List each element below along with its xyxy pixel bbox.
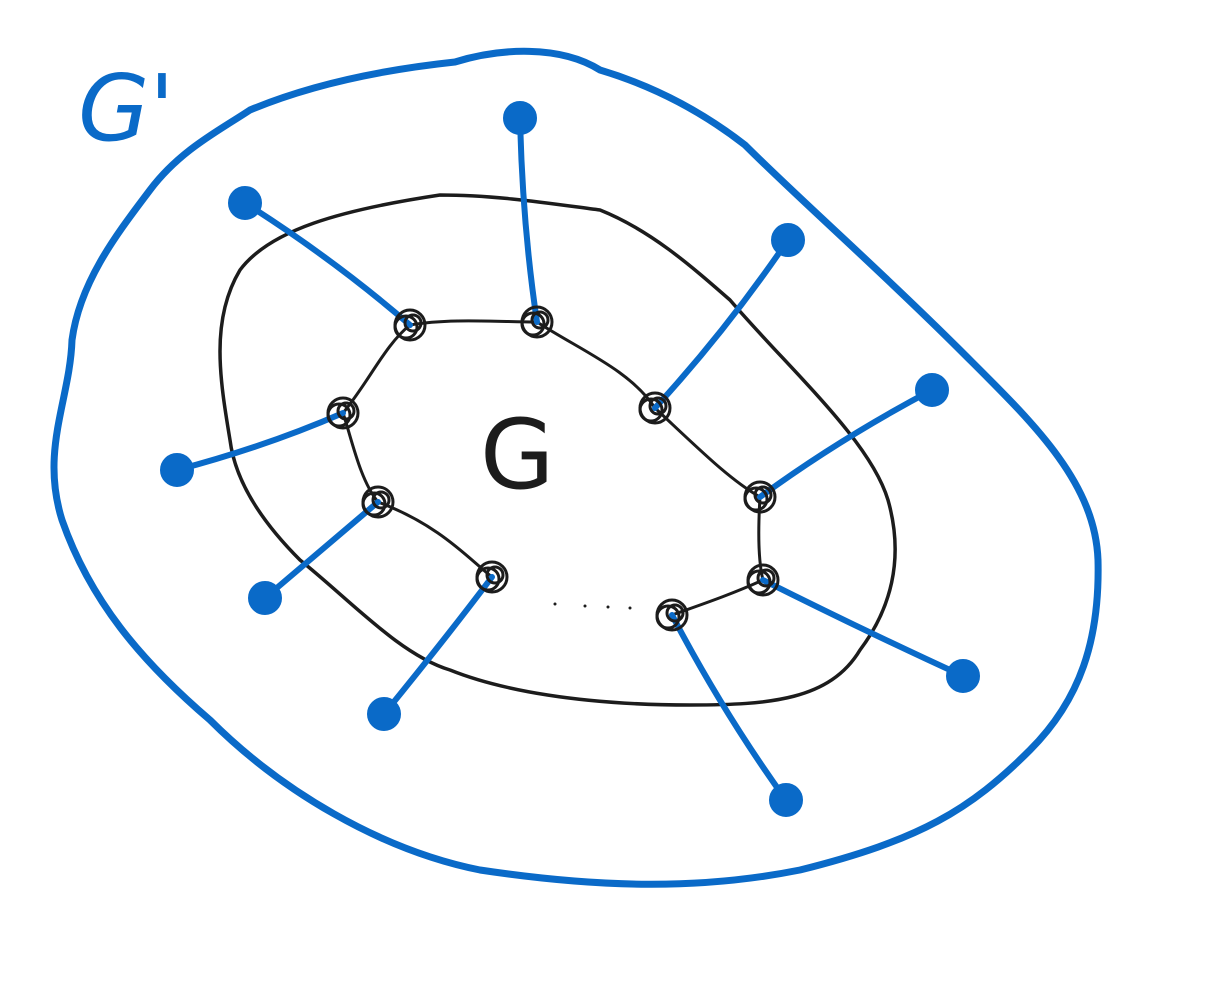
inner-vertex-ring [743,486,769,512]
spoke-edge [174,410,346,473]
inner-vertex-ring [485,565,505,585]
outer-vertex-icon [228,186,262,220]
inner-vertex-icon [326,396,360,430]
spoke-edge [669,612,789,803]
gap-dot [628,606,632,610]
inner-vertex-ring [648,396,668,416]
inner-vertices [326,305,780,632]
inner-vertex-ring [530,310,550,330]
inner-vertex-ring [326,402,352,428]
gap-dot [606,605,610,609]
spoke-edge [381,574,495,717]
inner-vertex-icon [638,391,672,425]
outer-vertices [160,101,980,817]
inner-vertex-ring [753,485,773,505]
inner-vertex-ring [403,313,423,333]
outer-vertex-icon [367,697,401,731]
inner-vertex-ring [361,491,387,517]
outer-vertex-icon [160,453,194,487]
inner-vertex-ring [746,569,772,595]
outer-vertex-icon [915,373,949,407]
inner-vertex-ring [638,397,664,423]
spoke-edge [652,237,791,411]
outer-vertex-icon [946,659,980,693]
outer-vertex-icon [769,783,803,817]
inner-vertex-icon [520,305,554,339]
spoke-edge [760,577,966,679]
dotted-gap [553,602,632,610]
inner-vertex-ring [756,568,776,588]
gap-dot [553,602,557,606]
outer-vertex-icon [771,223,805,257]
inner-graph-boundary [218,193,897,707]
inner-vertex-icon [655,598,689,632]
inner-vertex-ring [393,314,419,340]
inner-vertex-ring [475,566,501,592]
outer-graph-label: G' [78,55,175,162]
outer-vertex-icon [248,581,282,615]
outer-spokes [174,115,966,803]
inner-vertex-ring [655,604,681,630]
outer-vertex-icon [503,101,537,135]
inner-graph-label: G [480,399,554,511]
inner-vertex-icon [393,308,427,342]
spoke-edge [242,200,413,328]
gap-dot [583,604,587,608]
inner-vertex-icon [475,560,509,594]
inner-vertex-ring [336,401,356,421]
inner-vertex-ring [371,490,391,510]
spoke-edge [262,499,381,601]
inner-vertex-icon [746,563,780,597]
inner-vertex-icon [361,485,395,519]
spoke-edge [517,115,540,325]
inner-vertex-ring [520,311,546,337]
outer-graph-boundary [50,47,1102,888]
spoke-edge [757,387,935,500]
inner-vertex-icon [743,480,777,514]
inner-vertex-ring [665,603,685,623]
